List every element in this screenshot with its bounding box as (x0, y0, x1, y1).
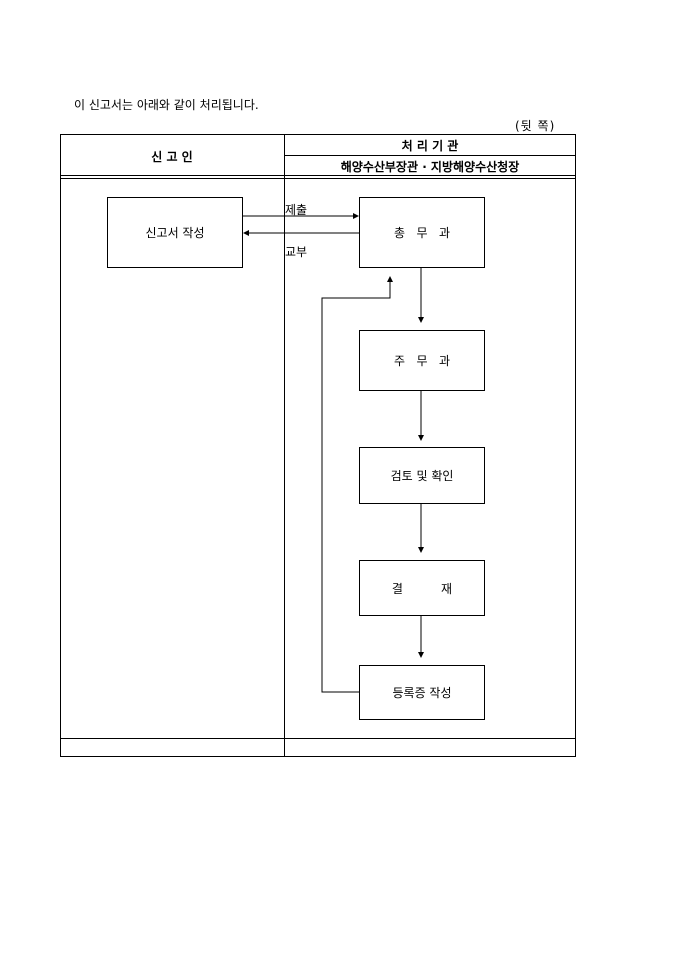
arrowhead-to-step-4 (418, 547, 424, 553)
return-loop-line (321, 281, 391, 693)
header-sub-divider (284, 155, 576, 156)
body-bottom-border (60, 738, 576, 739)
arrowhead-to-step-3 (418, 435, 424, 441)
page-side-note: (뒷 쪽) (515, 119, 556, 133)
table-bottom-border (60, 756, 576, 757)
step-certificate-box: 등록증 작성 (359, 665, 485, 720)
table-right-border (575, 134, 576, 757)
submit-arrowhead (353, 213, 359, 219)
header-bottom-border-double (60, 178, 576, 179)
step-approval-box: 결 재 (359, 560, 485, 616)
table-left-border (60, 134, 61, 757)
submit-label: 제출 (285, 203, 308, 217)
agency-column-header: 처 리 기 관 (401, 139, 459, 153)
step-review-box: 검토 및 확인 (359, 447, 485, 504)
step-responsible-dept-box: 주 무 과 (359, 330, 485, 391)
arrowhead-to-step-5 (418, 652, 424, 658)
table-top-border (60, 134, 576, 135)
agency-column-subheader: 해양수산부장관 · 지방해양수산청장 (340, 160, 520, 174)
header-bottom-border (60, 175, 576, 176)
return-arrowhead (387, 276, 393, 282)
arrowhead-to-step-2 (418, 317, 424, 323)
deliver-arrowhead (243, 230, 249, 236)
applicant-column-header: 신 고 인 (151, 150, 193, 164)
table-center-divider (284, 134, 285, 757)
intro-text: 이 신고서는 아래와 같이 처리됩니다. (74, 98, 259, 112)
deliver-label: 교부 (285, 245, 308, 259)
applicant-prepare-box: 신고서 작성 (107, 197, 243, 268)
step-general-affairs-box: 총 무 과 (359, 197, 485, 268)
